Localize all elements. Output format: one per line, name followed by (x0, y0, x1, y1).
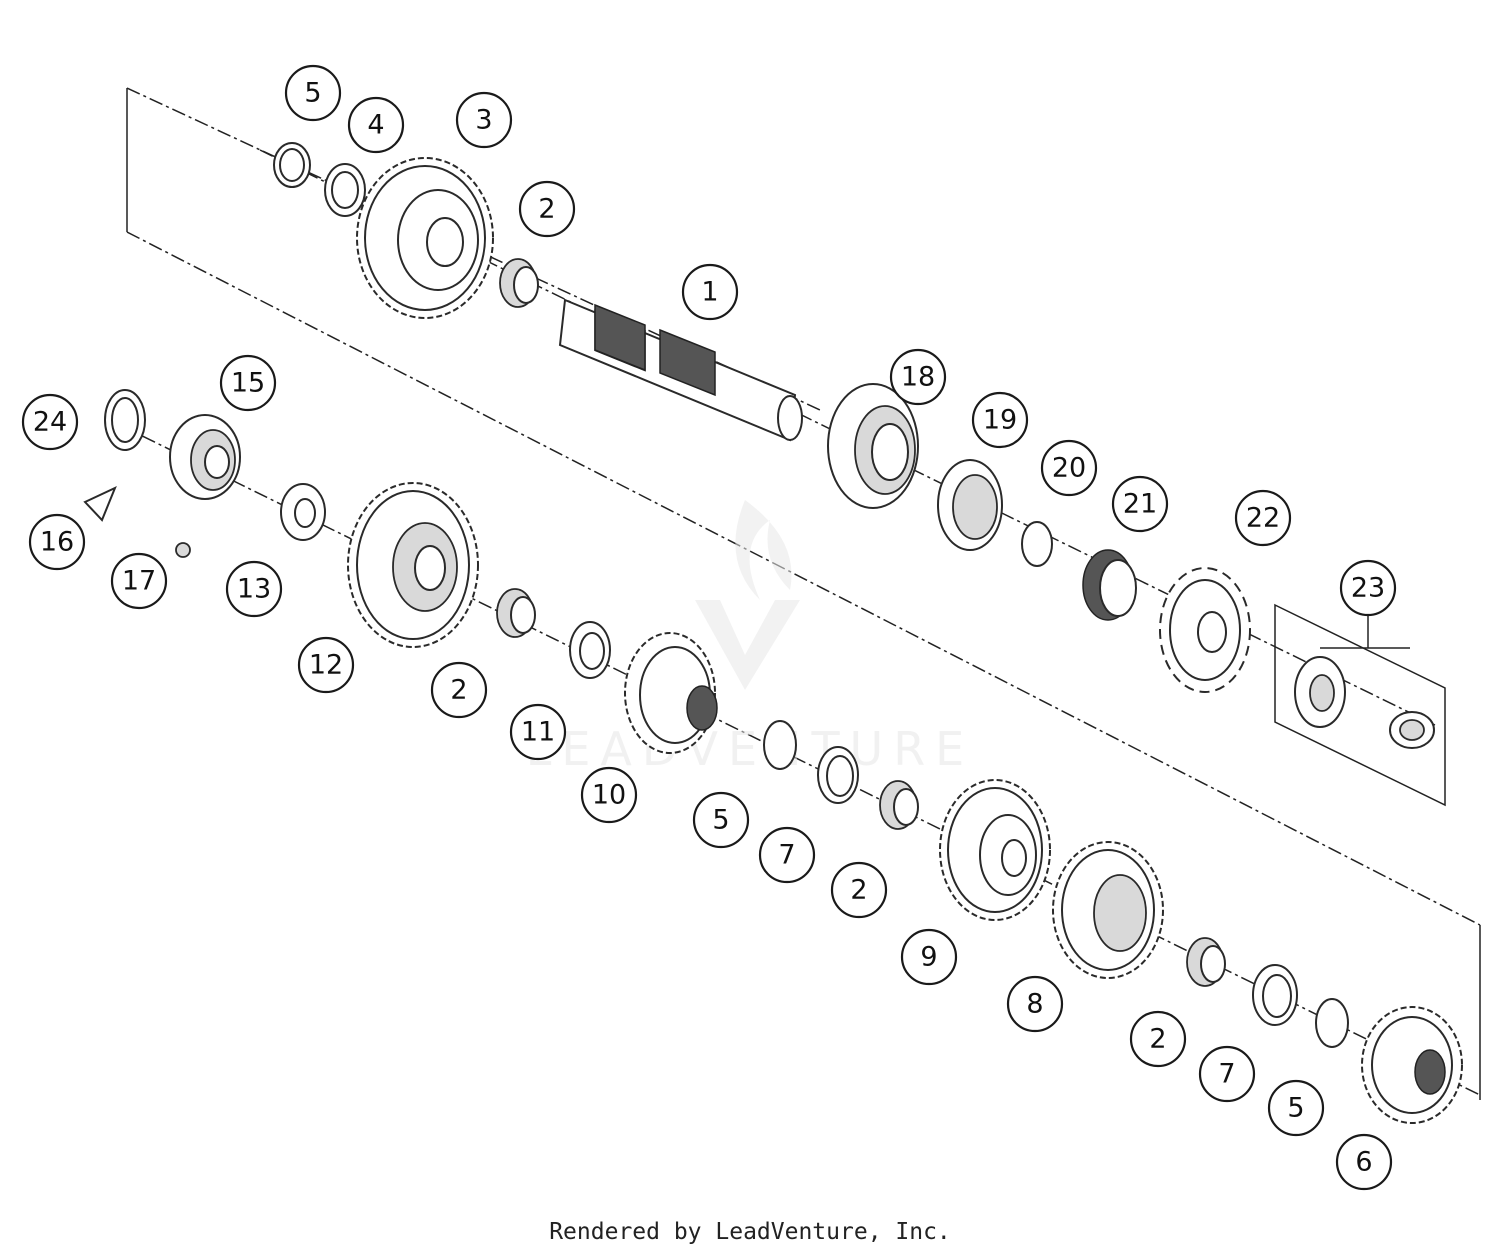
part-main-shaft-1 (558, 298, 803, 442)
part-bearing-15 (169, 414, 241, 500)
callout-label: 13 (237, 574, 271, 605)
callout-label: 16 (40, 527, 74, 558)
part-bearing-18 (827, 383, 919, 509)
callout: 21 (1111, 475, 1169, 533)
part-bushing-2-bottom (1186, 937, 1226, 987)
callout-label: 23 (1351, 573, 1385, 604)
part-washer-4 (324, 163, 366, 217)
part-washer-7-bottom (1252, 964, 1298, 1026)
part-gear-8 (1052, 841, 1164, 979)
callout-label: 5 (1287, 1093, 1304, 1124)
part-circlip-5-mid (763, 720, 797, 770)
part-gear-6 (1361, 1006, 1463, 1124)
part-gear-9 (939, 779, 1051, 921)
watermark-logo: LEADVENTURE (526, 500, 975, 776)
part-nut-23 (1389, 711, 1435, 749)
callout: 23 (1339, 559, 1397, 617)
callout: 24 (21, 393, 79, 451)
part-circlip-5-bottom (1315, 998, 1349, 1048)
shaft-axis-lines (119, 149, 1481, 1096)
callout-label: 21 (1123, 489, 1157, 520)
callout-label: 19 (983, 405, 1017, 436)
part-bushing-2-lower (496, 588, 536, 638)
callout: 6 (1335, 1133, 1393, 1191)
callout: 4 (347, 96, 405, 154)
part-circlip-5-top (273, 142, 311, 188)
callout: 2 (830, 861, 888, 919)
callout: 5 (692, 791, 750, 849)
callout: 17 (110, 552, 168, 610)
callout-label: 5 (304, 78, 321, 109)
part-gear-12 (347, 482, 479, 648)
callout-label: 22 (1246, 503, 1280, 534)
callout: 2 (430, 661, 488, 719)
callout: 15 (219, 354, 277, 412)
callout: 19 (971, 391, 1029, 449)
callout-group: 5 4 3 2 1 15 24 18 19 20 21 22 23 16 17 … (21, 64, 1397, 1191)
assembly-frame (126, 87, 1481, 1100)
callout-label: 10 (592, 780, 626, 811)
callout-label: 5 (712, 805, 729, 836)
callout: 7 (1198, 1045, 1256, 1103)
callout: 22 (1234, 489, 1292, 547)
part-oring-20 (1021, 521, 1053, 567)
callout: 20 (1040, 439, 1098, 497)
callout: 1 (681, 263, 739, 321)
callout-label: 15 (231, 368, 265, 399)
part-gear-10 (624, 632, 718, 754)
callout-label: 7 (778, 840, 795, 871)
part-washer-7-mid (817, 746, 859, 804)
callout: 11 (509, 703, 567, 761)
callout-label: 12 (309, 650, 343, 681)
render-credit: Rendered by LeadVenture, Inc. (549, 1219, 951, 1245)
kit-box-23 (1274, 603, 1446, 807)
callout: 2 (1129, 1010, 1187, 1068)
callout-label: 20 (1052, 453, 1086, 484)
callout: 12 (297, 636, 355, 694)
callout: 5 (1267, 1079, 1325, 1137)
callout-label: 4 (367, 110, 384, 141)
part-seal-19 (937, 459, 1003, 551)
part-washer-13 (280, 483, 326, 541)
part-circlip-24 (104, 389, 146, 451)
part-screw-17 (175, 542, 191, 558)
callout-label: 3 (475, 105, 492, 136)
callout-label: 2 (450, 675, 467, 706)
part-gear-3 (356, 157, 494, 319)
callout: 18 (889, 348, 947, 406)
callout-label: 8 (1026, 989, 1043, 1020)
callout-label: 9 (920, 942, 937, 973)
callout: 16 (28, 513, 86, 571)
callout: 3 (455, 91, 513, 149)
callout-label: 17 (122, 566, 156, 597)
part-bushing-2-mid (879, 780, 919, 830)
callout-label: 2 (850, 875, 867, 906)
callout: 13 (225, 560, 283, 618)
callout: 7 (758, 826, 816, 884)
watermark-text: LEADVENTURE (526, 722, 975, 776)
callout-label: 1 (701, 277, 718, 308)
part-pin-16 (83, 486, 117, 522)
callout-label: 7 (1218, 1059, 1235, 1090)
callout: 10 (580, 766, 638, 824)
callout-label: 2 (538, 194, 555, 225)
part-bushing-2-top (499, 258, 539, 308)
callout: 2 (518, 180, 576, 238)
callout: 5 (284, 64, 342, 122)
part-washer-23 (1294, 656, 1346, 728)
callout-label: 2 (1149, 1024, 1166, 1055)
part-sprocket-22 (1159, 567, 1251, 693)
exploded-parts-diagram: LEADVENTURE (21, 64, 1481, 1191)
callout: 9 (900, 928, 958, 986)
callout-label: 11 (521, 717, 555, 748)
callout-label: 18 (901, 362, 935, 393)
part-washer-11 (569, 621, 611, 679)
callout: 8 (1006, 975, 1064, 1033)
callout-label: 6 (1355, 1147, 1372, 1178)
part-spacer-21 (1082, 549, 1137, 621)
callout-label: 24 (33, 407, 67, 438)
